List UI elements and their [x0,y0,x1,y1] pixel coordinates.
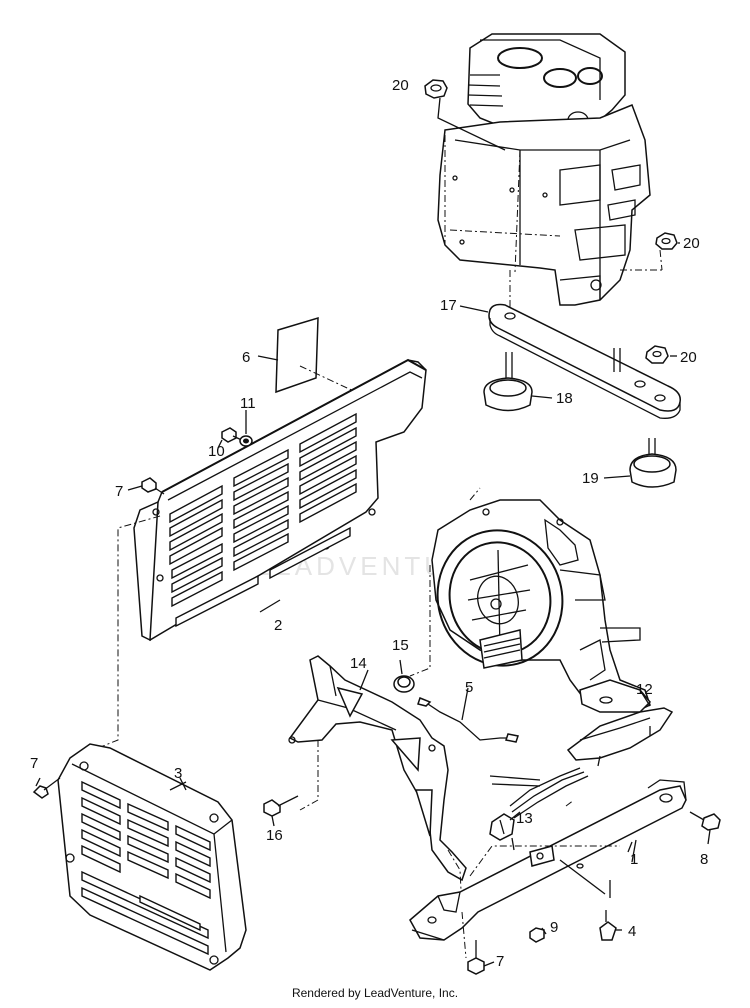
callout-12: 12 [636,681,653,698]
decal-6 [257,316,391,409]
ground-wire-5 [417,687,519,743]
callout-20-b: 20 [683,235,700,252]
callout-17: 17 [440,297,457,314]
shroud-3-louvers [81,780,211,956]
callout-1: 1 [630,851,638,868]
callout-18: 18 [556,390,573,407]
callout-2: 2 [274,617,282,634]
wiring-harness-13 [489,767,589,851]
footer-credit: Rendered by LeadVenture, Inc. [291,986,459,1000]
callout-3: 3 [174,765,182,782]
side-shroud-2 [133,358,427,642]
washer-11 [239,410,253,447]
callout-8: 8 [700,851,708,868]
flange-nut-20-mid [655,232,678,250]
screw-7-bottom [461,911,495,975]
engine-mount-plate [488,303,681,419]
callout-14: 14 [350,655,367,672]
front-shroud-3 [57,743,247,971]
callout-4: 4 [628,923,636,940]
screw-8 [689,811,721,845]
callout-6: 6 [242,349,250,366]
callout-13: 13 [516,810,533,827]
callout-7-b: 7 [30,755,38,772]
heat-shield-12 [566,689,674,767]
callout-16: 16 [266,827,283,844]
fitting-4 [599,910,622,941]
screw-16 [263,795,299,827]
shroud-2-louvers [169,412,357,608]
screw-7-left [32,777,61,799]
screw-7-top [127,477,165,495]
flange-nut-20-top [424,79,506,151]
nut-9 [529,927,547,943]
vibration-mount-19 [603,438,677,488]
callout-9: 9 [550,919,558,936]
vibration-mount-18 [483,352,553,412]
grommet-15 [393,659,415,693]
callout-19: 19 [582,470,599,487]
callout-7-c: 7 [496,953,504,970]
callout-10: 10 [208,443,225,460]
callout-15: 15 [392,637,409,654]
callout-11: 11 [240,395,256,412]
shield-bracket-1 [409,779,687,941]
mounting-bracket-14 [288,655,467,911]
engine-block [437,33,663,312]
callout-20-a: 20 [392,77,409,94]
flange-nut-20-low [645,345,669,364]
callout-5: 5 [465,679,473,696]
blower-housing [431,487,652,713]
callout-20-c: 20 [680,349,697,366]
callout-7-a: 7 [115,483,123,500]
